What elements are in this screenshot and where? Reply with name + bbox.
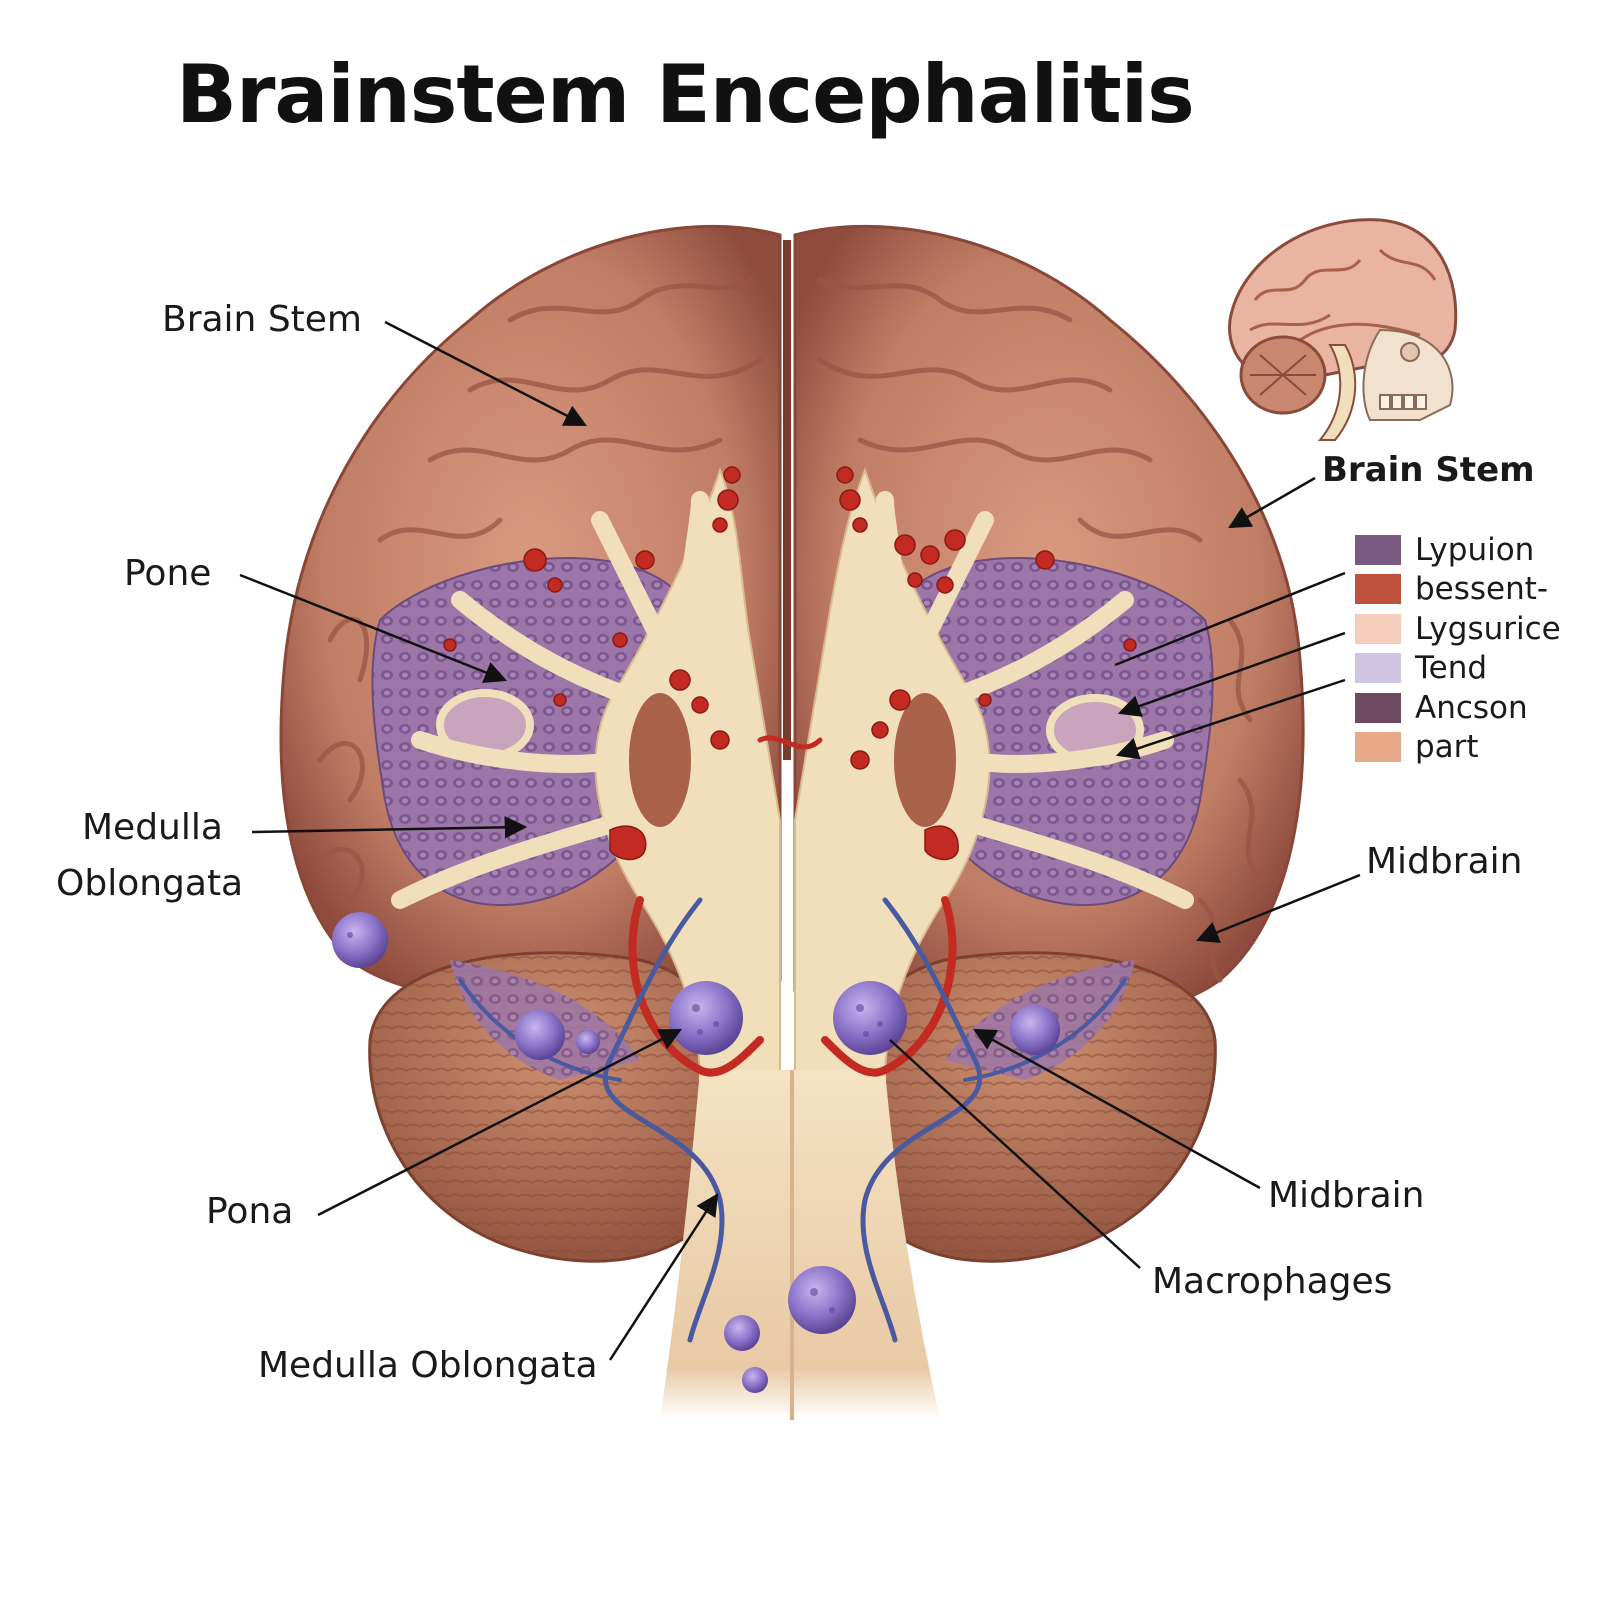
leader-legend-2: [1117, 631, 1346, 717]
leader-brain-stem-left: [384, 320, 588, 427]
legend-label: Tend: [1415, 650, 1488, 687]
leader-lines: [239, 320, 1361, 1361]
ventricle-left: [623, 687, 697, 833]
legend-swatch: [1355, 732, 1401, 763]
label-midbrain-lower: Midbrain: [1268, 1175, 1425, 1216]
inset-sagittal-view: [1228, 218, 1458, 441]
legend-item: Lypuion: [1355, 530, 1561, 570]
inset-brainstem: [1317, 344, 1357, 441]
leader-medulla-left: [251, 816, 528, 839]
macrophage: [724, 1315, 760, 1351]
ventricle-right: [888, 687, 962, 833]
legend-item: Ancson: [1355, 688, 1561, 728]
label-brain-stem-left: Brain Stem: [162, 299, 363, 340]
legend-label: Lygsurice: [1415, 610, 1561, 647]
legend-item: part: [1355, 728, 1561, 768]
leader-midbrain-lower: [973, 1028, 1261, 1190]
macrophage: [332, 912, 388, 968]
legend-item: Lygsurice: [1355, 609, 1561, 649]
macrophage: [742, 1367, 768, 1393]
label-pona: Pona: [206, 1191, 294, 1232]
leader-pona: [317, 1028, 683, 1217]
label-medulla-oblongata-bottom: Medulla Oblongata: [258, 1345, 598, 1386]
legend-item: bessent-: [1355, 570, 1561, 610]
leader-pone: [239, 573, 508, 683]
legend-label: Ancson: [1415, 689, 1528, 726]
label-brain-stem-right: Brain Stem: [1322, 450, 1535, 490]
macrophage: [576, 1030, 600, 1054]
legend-swatch: [1355, 613, 1401, 644]
vein-right: [860, 897, 983, 1343]
macrophage: [669, 981, 743, 1055]
leader-legend-3: [1115, 678, 1346, 760]
macrophages: [332, 912, 1060, 1393]
artery-left: [628, 896, 764, 1077]
legend-label: part: [1415, 729, 1479, 766]
leader-brain-stem-right: [1228, 476, 1316, 529]
leader-macrophages: [889, 1039, 1141, 1269]
label-midbrain-right: Midbrain: [1366, 841, 1523, 882]
hemorrhagic-lesions: [443, 466, 1137, 861]
leader-medulla-bottom: [608, 1193, 719, 1361]
cerebellum: [368, 951, 1217, 1263]
macrophage: [515, 1010, 565, 1060]
legend-swatch: [1355, 534, 1401, 565]
leader-legend-1: [1114, 571, 1346, 667]
vein-left: [602, 897, 725, 1343]
macrophage: [833, 981, 907, 1055]
label-pone: Pone: [124, 553, 212, 594]
legend-label: bessent-: [1415, 571, 1549, 608]
label-medulla-oblongata-left-line2: Oblongata: [56, 863, 244, 904]
label-macrophages: Macrophages: [1152, 1261, 1393, 1302]
legend-swatch: [1355, 653, 1401, 684]
legend-item: Tend: [1355, 649, 1561, 689]
legend-swatch: [1355, 692, 1401, 723]
page-title: Brainstem Encephalitis: [176, 48, 1195, 141]
legend-label: Lypuion: [1415, 531, 1535, 568]
macrophage: [788, 1266, 856, 1334]
legend-swatch: [1355, 574, 1401, 605]
gyri: [317, 277, 1263, 983]
leader-midbrain-right: [1195, 873, 1361, 943]
macrophage: [1010, 1005, 1060, 1055]
label-medulla-oblongata-left-line1: Medulla: [82, 807, 223, 848]
legend: Lypuion bessent- Lygsurice Tend Ancson p…: [1355, 530, 1561, 767]
